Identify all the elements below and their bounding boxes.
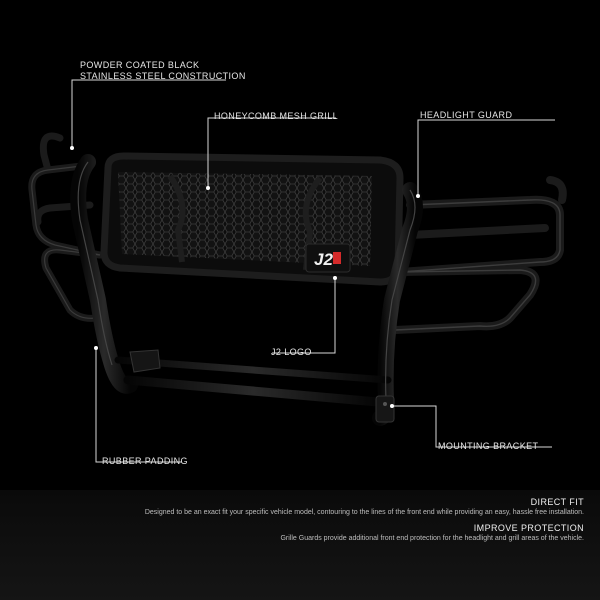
- feature-desc-improve-protection: Grille Guards provide additional front e…: [280, 535, 584, 542]
- feature-title-improve-protection: IMPROVE PROTECTION: [473, 523, 584, 533]
- rubber-padding-label: RUBBER PADDING: [102, 456, 188, 466]
- honeycomb-mesh-label: HONEYCOMB MESH GRILL: [214, 111, 339, 121]
- construction-label-line-1: POWDER COATED BLACK: [80, 60, 200, 70]
- construction-label: POWDER COATED BLACK STAINLESS STEEL CONS…: [80, 60, 246, 82]
- feature-title-direct-fit: DIRECT FIT: [530, 497, 584, 507]
- leader-lines: [71, 79, 555, 463]
- j2-logo-mark: J2: [314, 250, 333, 269]
- mounting-bracket: [129, 349, 395, 423]
- feature-panel: DIRECT FIT Designed to be an exact fit y…: [0, 490, 600, 600]
- feature-desc-direct-fit: Designed to be an exact fit your specifi…: [144, 509, 584, 516]
- construction-label-line-2: STAINLESS STEEL CONSTRUCTION: [80, 71, 246, 81]
- j2-logo-badge: J2: [305, 243, 351, 273]
- headlight-guard-label: HEADLIGHT GUARD: [420, 110, 513, 120]
- honeycomb-grill: [100, 152, 404, 286]
- j2-logo-label: J2 LOGO: [271, 347, 312, 357]
- mounting-bracket-label: MOUNTING BRACKET: [438, 441, 539, 451]
